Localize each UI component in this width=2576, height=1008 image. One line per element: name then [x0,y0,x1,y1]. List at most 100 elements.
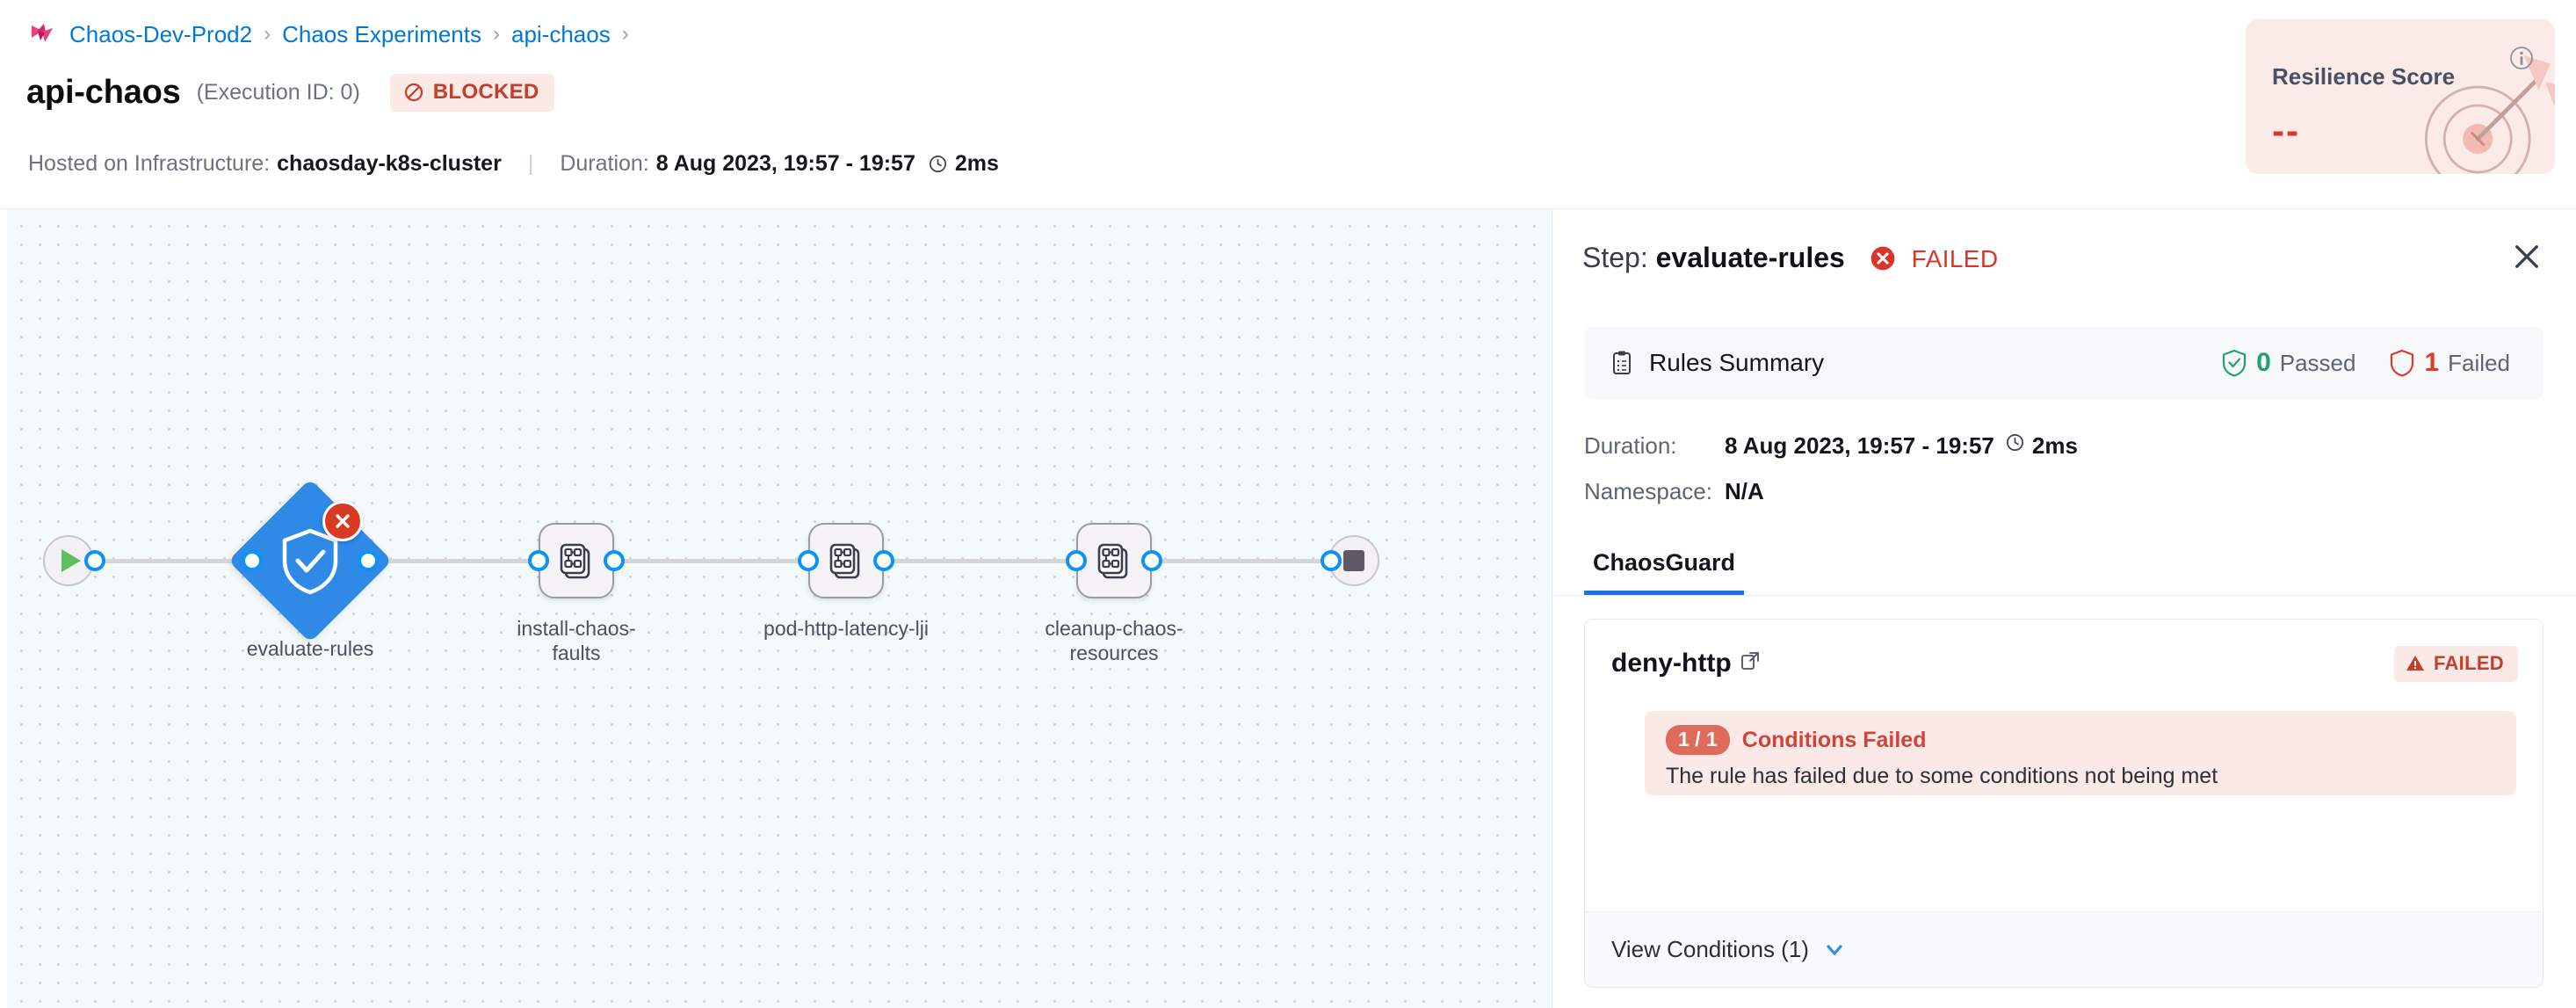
node-shape [539,523,614,598]
rules-passed-label: Passed [2279,349,2356,376]
resilience-score-title: Resilience Score [2272,63,2456,90]
node-port[interactable] [1321,550,1342,571]
conditions-count-pill: 1 / 1 [1666,725,1730,755]
panel-tabs: ChaosGuard [1552,526,2576,596]
step-details-panel: Step: evaluate-rules FAILED [1552,209,2576,1008]
rules-failed-label: Failed [2448,349,2510,376]
node-shape [808,523,884,598]
chaos-fault-icon [829,543,860,579]
infrastructure-label: Hosted on Infrastructure: [28,151,271,176]
target-dartboard-icon [2424,55,2555,174]
harness-logo-icon [32,24,53,42]
infrastructure-value: chaosday-k8s-cluster [277,151,502,176]
meta-row: Hosted on Infrastructure: chaosday-k8s-c… [28,151,999,177]
node-port-in[interactable] [242,550,263,571]
panel-namespace-row: Namespace: N/A [1584,478,1764,505]
breadcrumb-item-0[interactable]: Chaos-Dev-Prod2 [69,21,253,47]
close-panel-button[interactable] [2504,234,2550,279]
resilience-score-value: -- [2272,110,2300,151]
execution-id: (Execution ID: 0) [196,80,360,105]
rule-name: deny-http [1611,649,1760,678]
node-port-out[interactable] [873,550,894,571]
node-port-out[interactable] [1141,550,1162,571]
title-row: api-chaos (Execution ID: 0) BLOCKED [26,74,554,112]
breadcrumb-separator: › [492,22,500,46]
node-port-out[interactable] [358,550,379,571]
meta-divider: | [527,151,534,176]
panel-namespace-label: Namespace: [1584,478,1712,504]
shield-outline-icon [2391,349,2414,377]
rules-summary-card: Rules Summary 0 Passed 1 Failed [1584,327,2543,399]
clock-icon [929,156,946,172]
view-conditions-label: View Conditions (1) [1611,936,1809,962]
node-label: evaluate-rules [246,637,374,660]
node-label: pod-http-latency-lji [763,617,929,640]
rule-card-header: deny-http FAILED [1585,620,2543,707]
info-icon[interactable] [2507,44,2536,72]
node-port-in[interactable] [528,550,549,571]
status-badge-label: BLOCKED [432,80,539,104]
panel-namespace-value: N/A [1725,478,1764,504]
error-circle-icon [1870,246,1895,270]
breadcrumb-separator: › [264,22,271,46]
panel-status: FAILED [1911,244,1999,272]
rules-failed-stat: 1 Failed [2389,348,2510,378]
panel-step-title: Step: evaluate-rules FAILED [1582,242,1999,274]
view-conditions-toggle[interactable]: View Conditions (1) [1585,911,2543,987]
ban-icon [404,83,423,102]
node-port-in[interactable] [798,550,819,571]
page-title: api-chaos [26,74,181,111]
rules-failed-count: 1 [2424,348,2440,377]
panel-duration-elapsed: 2ms [2031,432,2078,459]
error-circle-icon [322,501,363,541]
panel-duration-label: Duration: [1584,432,1677,459]
node-label: cleanup-chaos-resources [1045,617,1183,664]
panel-duration-value: 8 Aug 2023, 19:57 - 19:57 [1725,432,1994,459]
resilience-score-card: Resilience Score -- [2246,19,2555,174]
chaos-fault-icon [560,543,590,579]
breadcrumb: Chaos-Dev-Prod2 › Chaos Experiments › ap… [30,19,629,49]
play-icon [62,549,81,572]
duration-elapsed: 2ms [954,151,999,176]
rules-summary-stats: 0 Passed 1 Failed [2221,348,2510,378]
node-port[interactable] [84,550,105,571]
stop-icon [1343,550,1364,571]
breadcrumb-item-2[interactable]: api-chaos [510,21,611,47]
conditions-failed-description: The rule has failed due to some conditio… [1666,764,2218,788]
rule-name-text: deny-http [1611,649,1732,678]
shield-check-icon [282,528,338,595]
breadcrumb-item-1[interactable]: Chaos Experiments [282,21,481,47]
rules-passed-stat: 0 Passed [2221,348,2355,378]
clock-icon [2006,434,2023,451]
rule-status-badge: FAILED [2393,645,2518,682]
status-badge: BLOCKED [389,74,554,112]
rule-card-deny-http: deny-http FAILED 1 [1584,619,2543,988]
node-port-out[interactable] [604,550,625,571]
node-label: install-chaos-faults [517,617,636,664]
conditions-failed-row: 1 / 1 Conditions Failed [1666,725,2495,755]
pipeline-canvas[interactable]: evaluate-rules install-chaos-faul [7,209,1551,1008]
duration-value: 8 Aug 2023, 19:57 - 19:57 [655,151,915,176]
shield-check-icon [2222,349,2247,377]
chevron-down-icon [1827,944,1842,955]
start-node-shape [43,535,94,586]
page-header: Chaos-Dev-Prod2 › Chaos Experiments › ap… [0,0,2576,209]
duration-label: Duration: [560,151,649,176]
rule-status-badge-label: FAILED [2433,651,2504,674]
pipeline-edge [76,559,1347,563]
step-name: evaluate-rules [1655,241,1845,273]
close-icon [2515,245,2538,268]
clipboard-icon [1613,351,1631,374]
chaos-fault-icon [1097,543,1128,579]
tab-chaosguard[interactable]: ChaosGuard [1584,549,1745,595]
conditions-failed-banner: 1 / 1 Conditions Failed The rule has fai… [1645,711,2516,795]
breadcrumb-separator: › [621,22,629,46]
node-port-in[interactable] [1066,550,1087,571]
close-x-glyph [336,514,350,528]
panel-duration-row: Duration: 8 Aug 2023, 19:57 - 19:57 2ms [1584,432,2078,460]
external-link-icon[interactable] [1740,651,1760,671]
node-shape [1076,523,1152,598]
rules-summary-title: Rules Summary [1649,349,1825,376]
conditions-failed-title: Conditions Failed [1741,727,1927,752]
